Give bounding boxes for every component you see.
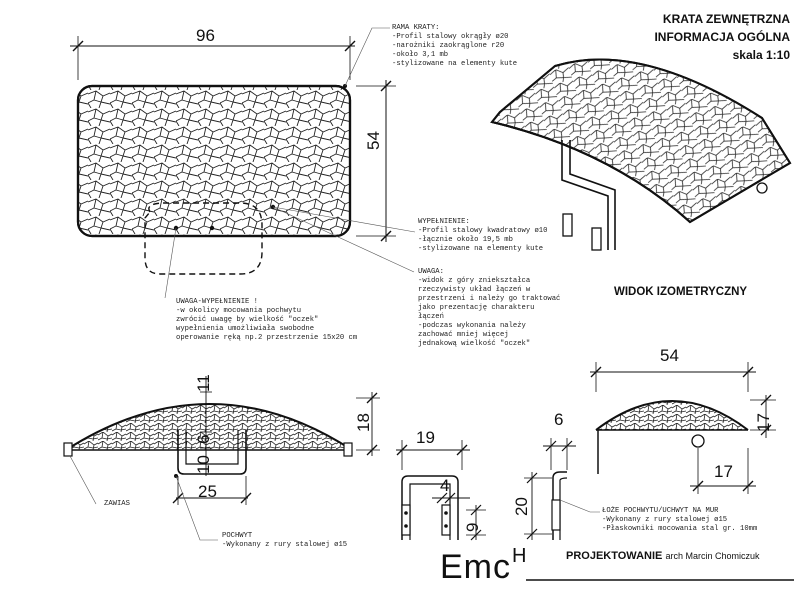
top-view <box>70 27 416 299</box>
logo-main: Emc <box>440 548 511 586</box>
firm-name: PROJEKTOWANIE arch Marcin Chomiczuk <box>566 550 760 562</box>
note-uwaga: UWAGA: -widok z góry zniekształca rzeczy… <box>418 268 561 348</box>
wall-mount-detail <box>524 438 600 540</box>
dim-20: 20 <box>512 497 531 516</box>
title-scale: skala 1:10 <box>732 48 790 62</box>
dim-6: 6 <box>194 434 213 444</box>
dim-18: 18 <box>354 413 373 432</box>
note-pochwyt: POCHWYT -Wykonany z rury stalowej ø15 <box>222 532 348 549</box>
dim-9: 9 <box>463 522 482 532</box>
logo-superscript: H <box>512 545 528 567</box>
note-rama: RAMA KRATY: -Profil stalowy okrągły ø20 … <box>392 24 518 68</box>
title-line-1: KRATA ZEWNĘTRZNA <box>662 12 790 26</box>
bracket-detail <box>396 440 486 541</box>
dim-17-horizontal: 17 <box>714 462 733 481</box>
sheet-title: KRATA ZEWNĘTRZNA INFORMACJA OGÓLNA skala… <box>654 12 790 62</box>
dim-6b: 6 <box>554 410 564 429</box>
dim-4: 4 <box>440 476 450 495</box>
note-wypelnienie: WYPEŁNIENIE: -Profil stalowy kwadratowy … <box>418 218 548 253</box>
dim-17-vertical: 17 <box>754 413 773 432</box>
dim-19: 19 <box>416 428 435 447</box>
note-uwaga-wypelnienie: UWAGA-WYPEŁNIENIE ! -w okolicy mocowania… <box>176 298 358 342</box>
dim-10: 10 <box>194 455 213 474</box>
note-zawias: ZAWIAS <box>104 500 130 508</box>
note-loze: ŁOŻE POCHWYTU/UCHWYT NA MUR -Wykonany z … <box>602 507 758 533</box>
dim-25: 25 <box>198 482 217 501</box>
isometric-view <box>490 58 792 251</box>
firm-logo: EmcH <box>440 545 528 587</box>
dim-width-top: 96 <box>196 26 215 45</box>
dim-11: 11 <box>194 374 213 392</box>
front-view <box>63 376 380 541</box>
title-line-2: INFORMACJA OGÓLNA <box>654 30 790 44</box>
dim-height-top: 54 <box>364 131 383 150</box>
iso-view-label: WIDOK IZOMETRYCZNY <box>614 286 748 298</box>
handle-zone-outline <box>144 202 263 275</box>
dim-54-side: 54 <box>660 346 679 365</box>
side-view <box>590 362 776 494</box>
